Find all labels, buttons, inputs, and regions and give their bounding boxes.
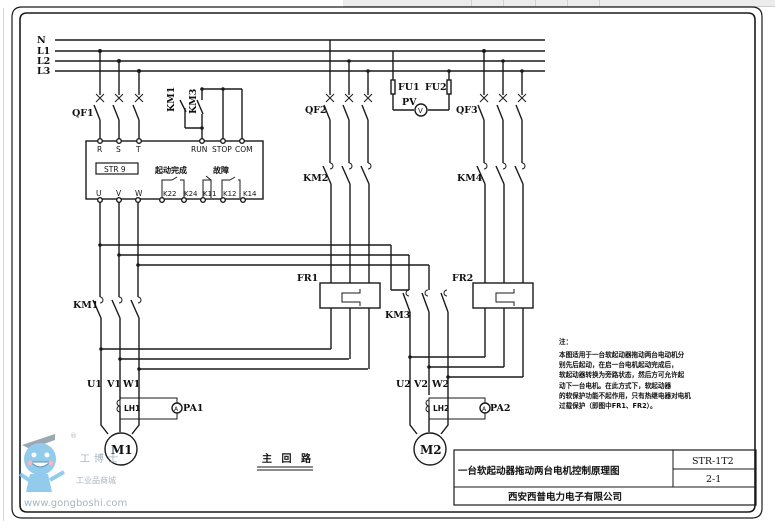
- qf1-breaker: QF1: [72, 49, 144, 140]
- soft-starter-model: STR 9: [104, 165, 126, 174]
- km2-label: KM2: [303, 173, 328, 184]
- note-line: 本图适用于一台软起动器拖动两台电动机分: [558, 350, 685, 359]
- terminal-run: RUN: [191, 145, 207, 154]
- m1-terminal-v1: V1: [106, 379, 121, 390]
- motor-m1-label: M1: [111, 443, 133, 457]
- m1-terminal-w1: W1: [122, 379, 140, 390]
- drawing-number: STR-1T2: [692, 456, 734, 467]
- qf3-breaker: QF3: [456, 49, 527, 163]
- m1-terminal-u1: U1: [87, 379, 102, 390]
- drawing-title: 一台软起动器拖动两台电机控制原理图: [458, 465, 620, 477]
- watermark-subtitle: 工业品商城: [76, 475, 116, 485]
- terminal-stop: STOP: [212, 145, 232, 154]
- km4-contactor: KM4: [457, 162, 526, 283]
- relay-label-fault: 故障: [213, 165, 229, 175]
- km1-label: KM1: [73, 300, 98, 311]
- page-left-rule: [3, 8, 4, 521]
- pa2-symbol: A: [482, 406, 487, 413]
- qf2-breaker: QF2: [305, 40, 373, 163]
- terminal-k22: K22: [163, 190, 177, 198]
- note-heading: 注：: [559, 337, 572, 346]
- fr2-label: FR2: [452, 273, 473, 284]
- note-line: 软起动器转换为旁路状态，然后方可允许起: [559, 370, 685, 379]
- power-bus: N L1 L2 L3: [37, 35, 545, 77]
- strip-cell: [535, 0, 536, 6]
- terminal-k24: K24: [184, 190, 198, 198]
- start-control-contacts: KM1 KM3: [166, 87, 243, 140]
- watermark-brand: 工博士: [80, 452, 122, 465]
- voltmeter-circuit: V FU1 FU2 PV: [390, 51, 452, 117]
- note-line: 别先后起动，在启一台电机起动完成后，: [558, 360, 678, 369]
- soft-starter-unit: R S T RUN STOP COM STR 9 起动完成 故障 U V W K…: [85, 137, 264, 203]
- ct1-label: LH1: [124, 404, 140, 413]
- note-line: 的软保护功能不起作用，只有热继电器对电机: [559, 391, 691, 400]
- pv-symbol: V: [418, 107, 423, 115]
- motor-m1-group: U1 V1 W1 LH1 A PA1 M1: [87, 379, 203, 466]
- pv-label: PV: [402, 97, 417, 108]
- watermark-registered: ®: [70, 432, 77, 440]
- terminal-s: S: [116, 145, 121, 154]
- m2-terminal-u2: U2: [396, 379, 411, 390]
- company-name: 西安西普电力电子有限公司: [508, 491, 622, 503]
- terminal-k11: K11: [203, 190, 217, 198]
- title-block: 一台软起动器拖动两台电机控制原理图 STR-1T2 2-1 西安西普电力电子有限…: [453, 449, 757, 506]
- terminal-r: R: [97, 145, 102, 154]
- terminal-k12: K12: [223, 190, 237, 198]
- circuit-title: 主 回 路: [262, 452, 314, 465]
- main-circuit-caption: 主 回 路: [257, 452, 314, 471]
- qf1-label: QF1: [72, 108, 94, 119]
- qf3-label: QF3: [456, 105, 478, 116]
- mortarboard-icon: [22, 434, 55, 449]
- fr1-label: FR1: [297, 273, 318, 284]
- m2-terminal-v2: V2: [413, 379, 428, 390]
- terminal-t: T: [135, 145, 141, 154]
- fr1-overload-relay: FR1: [297, 273, 381, 369]
- km1-contactor: KM1: [73, 202, 142, 400]
- motor-m2-label: M2: [420, 443, 442, 457]
- bus-label-n: N: [37, 35, 46, 46]
- mascot-icon: [24, 443, 56, 475]
- km3-label: KM3: [385, 310, 410, 321]
- note-block: 注： 本图适用于一台软起动器拖动两台电动机分 别先后起动，在启一台电机起动完成后…: [558, 337, 691, 410]
- strip-cell: [567, 0, 568, 6]
- watermark-logo: ® 工博士 工业品商城 www.gongboshi.com: [18, 432, 127, 509]
- km3-contactor: KM3: [385, 289, 449, 395]
- pa1-symbol: A: [174, 406, 179, 413]
- terminal-v: V: [116, 189, 122, 198]
- motor-m2-group: U2 V2 W2 LH2 A PA2 M2: [396, 379, 510, 466]
- fr2-overload-relay: FR2: [408, 273, 534, 379]
- terminal-k14: K14: [243, 190, 257, 198]
- m2-terminal-w2: W2: [431, 379, 449, 390]
- note-line: 动下一台电机。在此方式下，软起动器: [559, 381, 671, 390]
- relay-label-bypass: 起动完成: [154, 165, 187, 175]
- strip-cell: [503, 0, 504, 6]
- pa1-label: PA1: [183, 403, 203, 414]
- note-line: 过载保护（即图中FR1、FR2）。: [559, 401, 657, 410]
- bus-label-l1: L1: [37, 46, 50, 57]
- terminal-u: U: [96, 189, 102, 198]
- km1-control-label: KM1: [166, 87, 177, 112]
- strip-cell: [599, 0, 600, 6]
- bypass-feeders: [98, 243, 430, 371]
- fu1-label: FU1: [398, 82, 420, 93]
- bus-label-l2: L2: [37, 56, 50, 67]
- terminal-w: W: [135, 189, 143, 198]
- terminal-com: COM: [235, 145, 253, 154]
- sheet-number: 2-1: [706, 474, 721, 485]
- strip-cell: [471, 0, 472, 6]
- drawing-frame: [11, 6, 763, 519]
- km4-label: KM4: [457, 173, 483, 184]
- fu2-label: FU2: [425, 82, 447, 93]
- km2-contactor: KM2: [303, 162, 372, 283]
- pa2-label: PA2: [490, 403, 510, 414]
- bus-label-l3: L3: [37, 66, 50, 77]
- qf2-label: QF2: [305, 105, 327, 116]
- km3-control-label: KM3: [188, 89, 199, 114]
- watermark-url: www.gongboshi.com: [24, 498, 127, 509]
- ct2-label: LH2: [433, 404, 449, 413]
